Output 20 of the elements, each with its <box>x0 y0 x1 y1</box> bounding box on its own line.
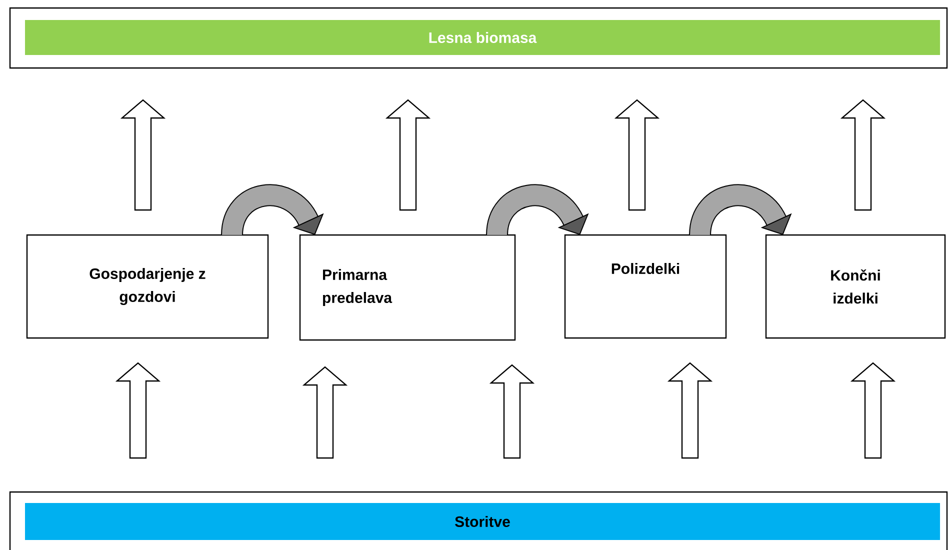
process-box: Končni izdelki <box>765 234 946 339</box>
block-arrow <box>614 99 660 211</box>
curved-arrow <box>486 184 589 236</box>
block-arrow <box>489 364 535 459</box>
curved-arrow <box>689 184 792 236</box>
title-band: Lesna biomasa <box>25 20 940 55</box>
block-arrow <box>850 362 896 459</box>
block-arrow <box>840 99 886 211</box>
block-arrow <box>115 362 161 459</box>
process-box: Primarna predelava <box>299 234 516 341</box>
block-arrow <box>385 99 431 211</box>
frame <box>9 491 948 550</box>
frame <box>9 7 948 69</box>
block-arrow <box>667 362 713 459</box>
process-box: Gospodarjenje z gozdovi <box>26 234 269 339</box>
process-box: Polizdelki <box>564 234 727 339</box>
curved-arrow <box>221 184 324 236</box>
title-band: Storitve <box>25 503 940 540</box>
block-arrow <box>302 366 348 459</box>
block-arrow <box>120 99 166 211</box>
